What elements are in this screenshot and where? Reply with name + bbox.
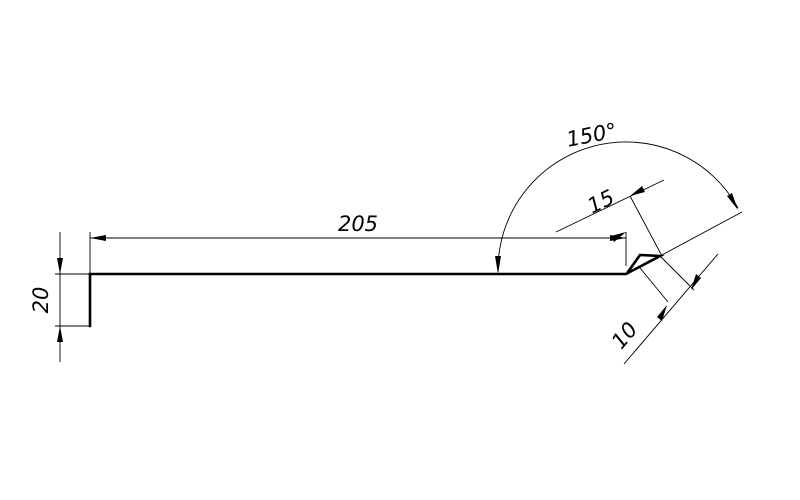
- dimension-height: 20: [29, 232, 90, 362]
- extension-line: [659, 211, 743, 257]
- dimension-label-hem-width: 15: [584, 185, 619, 218]
- arrowhead: [57, 258, 63, 274]
- arrowhead: [657, 305, 667, 321]
- extension-line: [629, 195, 663, 257]
- arrowhead: [630, 186, 645, 196]
- arrowhead: [611, 232, 626, 242]
- angle-arc: [497, 141, 739, 273]
- dimension-length: 205: [89, 212, 627, 274]
- arrowhead: [495, 256, 501, 274]
- dimension-line: [555, 179, 665, 233]
- dimension-label-length: 205: [338, 212, 378, 236]
- arrowhead: [90, 235, 106, 241]
- arrowhead: [727, 193, 738, 210]
- extension-line: [659, 255, 695, 291]
- profile-outline: [88, 253, 665, 328]
- arrowhead: [57, 326, 63, 342]
- dimension-line: [623, 253, 719, 365]
- dimension-label-angle: 150°: [565, 119, 619, 152]
- dimension-hem-width: 15: [555, 179, 665, 257]
- dimension-angle: 150°: [495, 119, 743, 274]
- dimension-hem-return: 10: [607, 253, 719, 365]
- arrowhead: [691, 274, 701, 290]
- extension-line: [639, 267, 669, 303]
- dimension-label-height: 20: [29, 287, 53, 314]
